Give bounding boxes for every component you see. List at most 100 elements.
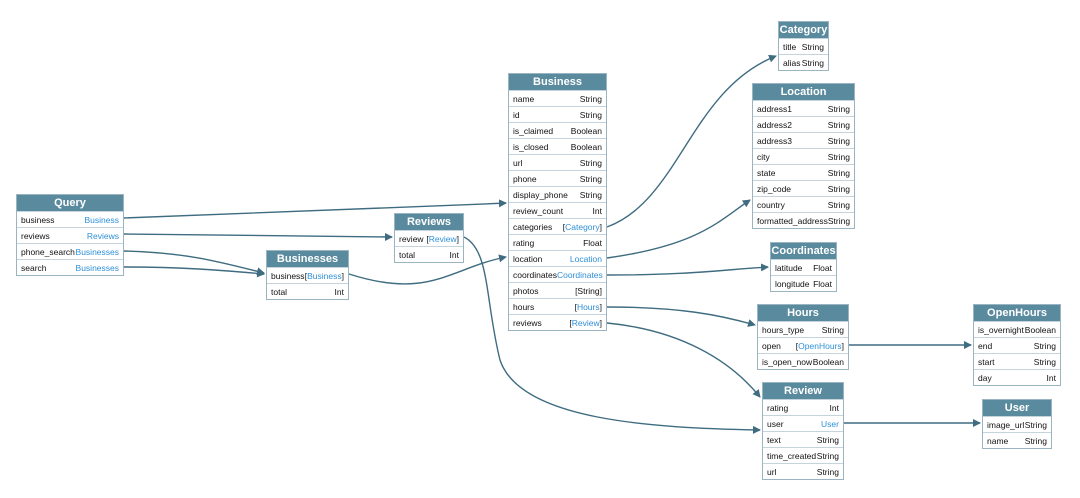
field-type-link[interactable]: Reviews	[86, 230, 119, 241]
field-type: Int	[829, 402, 839, 413]
field-name: url	[767, 466, 777, 477]
field-type-link[interactable]: Coordinates	[556, 269, 603, 280]
field-type-link[interactable]: Hours	[576, 301, 600, 312]
field-row[interactable]: business[Business]	[267, 267, 348, 283]
field-row[interactable]: categories[Category]	[509, 218, 606, 234]
field-name: title	[783, 41, 797, 52]
field-type-link[interactable]: Location	[569, 253, 602, 264]
field-name: name	[987, 435, 1009, 446]
field-row[interactable]: photos[String]	[509, 282, 606, 298]
field-type-link[interactable]: Businesses	[75, 262, 119, 273]
field-type-list: [Review]	[426, 234, 459, 244]
field-type-link[interactable]: Business	[84, 214, 120, 225]
field-type-link[interactable]: Review	[428, 233, 457, 244]
field-type: String	[827, 103, 850, 114]
field-row[interactable]: open[OpenHours]	[758, 337, 848, 353]
field-name: latitude	[775, 262, 803, 273]
field-name: name	[513, 93, 535, 104]
edge-query-search-to-businesses	[123, 266, 265, 278]
field-row[interactable]: state String	[753, 164, 854, 180]
field-name: photos	[513, 285, 539, 296]
field-name: display_phone	[513, 189, 568, 200]
field-name: phone_search	[21, 246, 75, 257]
edge-business-coordinates-to-coordinates	[606, 263, 769, 276]
edge-query-business-to-business	[123, 199, 507, 219]
field-type: String	[816, 450, 839, 461]
field-name: state	[757, 167, 776, 178]
field-row[interactable]: reviews[Review]	[509, 314, 606, 330]
field-type-link[interactable]: OpenHours	[798, 340, 842, 351]
field-name: total	[399, 249, 416, 260]
field-row[interactable]: review[Review]	[395, 230, 463, 246]
list-bracket-close: ]	[599, 221, 602, 232]
field-name: is_overnight	[978, 324, 1024, 335]
field-row[interactable]: hours[Hours]	[509, 298, 606, 314]
node-title: Hours	[758, 305, 848, 321]
field-name: review	[399, 233, 424, 244]
field-type: String	[1033, 340, 1056, 351]
field-name: is_closed	[513, 141, 549, 152]
field-type: String	[827, 167, 850, 178]
edge-reviews-review-to-review	[463, 236, 761, 434]
field-type-link[interactable]: User	[821, 418, 839, 429]
field-type-link[interactable]: Businesses	[75, 246, 119, 257]
field-type-link[interactable]: Review	[571, 317, 600, 328]
field-type-link[interactable]: Category	[565, 221, 600, 232]
edge-query-phone-search-to-businesses	[123, 250, 265, 276]
field-name: rating	[513, 237, 535, 248]
field-type-link[interactable]: Business	[307, 270, 342, 281]
